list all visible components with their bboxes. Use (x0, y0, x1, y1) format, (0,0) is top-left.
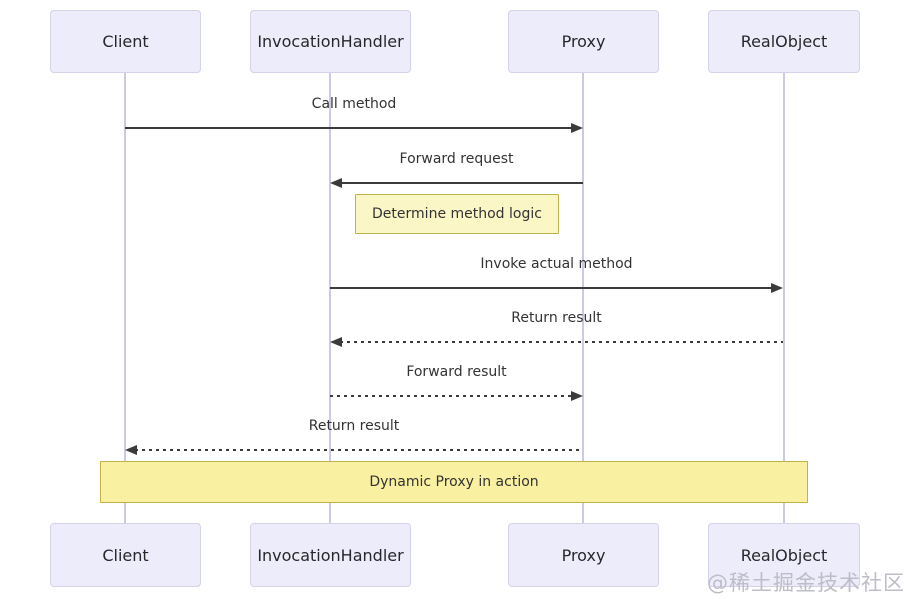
participant-invocation-handler-top: InvocationHandler (250, 10, 411, 73)
note-determine-method-logic: Determine method logic (355, 194, 559, 234)
participant-label: Proxy (561, 32, 606, 51)
arrowhead-right-icon (771, 283, 783, 293)
participant-real-object-top: RealObject (708, 10, 860, 73)
participant-label: Proxy (561, 545, 606, 565)
arrow-line (125, 127, 573, 129)
participant-client-top: Client (50, 10, 201, 73)
lifeline-client (124, 73, 126, 523)
arrowhead-left-icon (330, 337, 342, 347)
arrowhead-right-icon (571, 391, 583, 401)
note-label: Determine method logic (372, 206, 542, 222)
arrow-line (330, 287, 773, 289)
participant-label: Client (102, 32, 149, 51)
participant-label: RealObject (740, 32, 828, 51)
participant-invocation-handler-bottom: InvocationHandler (250, 523, 411, 587)
participant-proxy-bottom: Proxy (508, 523, 659, 587)
note-dynamic-proxy-in-action: Dynamic Proxy in action (100, 461, 808, 503)
note-label: Dynamic Proxy in action (369, 474, 539, 490)
lifeline-proxy (582, 73, 584, 523)
lifeline-real-object (783, 73, 785, 523)
message-label-forward-request: Forward request (399, 151, 514, 167)
arrow-line (340, 341, 783, 343)
arrow-line (340, 182, 583, 184)
lifeline-invocation-handler (329, 73, 331, 523)
participant-label: RealObject (740, 545, 828, 565)
participant-label: InvocationHandler (257, 545, 404, 565)
message-label-invoke-actual-method: Invoke actual method (480, 256, 633, 272)
juejin-watermark: @稀土掘金技术社区 (707, 571, 905, 595)
participant-proxy-top: Proxy (508, 10, 659, 73)
participant-label: Client (102, 545, 149, 565)
participant-real-object-bottom: RealObject (708, 523, 860, 587)
participant-client-bottom: Client (50, 523, 201, 587)
message-label-forward-result: Forward result (406, 364, 507, 380)
message-label-return-result-1: Return result (511, 310, 602, 326)
arrowhead-right-icon (571, 123, 583, 133)
arrow-line (135, 449, 583, 451)
arrowhead-left-icon (330, 178, 342, 188)
arrow-line (330, 395, 573, 397)
message-label-return-result-2: Return result (308, 418, 400, 434)
participant-label: InvocationHandler (257, 32, 404, 51)
arrowhead-left-icon (125, 445, 137, 455)
message-label-call-method: Call method (311, 96, 397, 112)
